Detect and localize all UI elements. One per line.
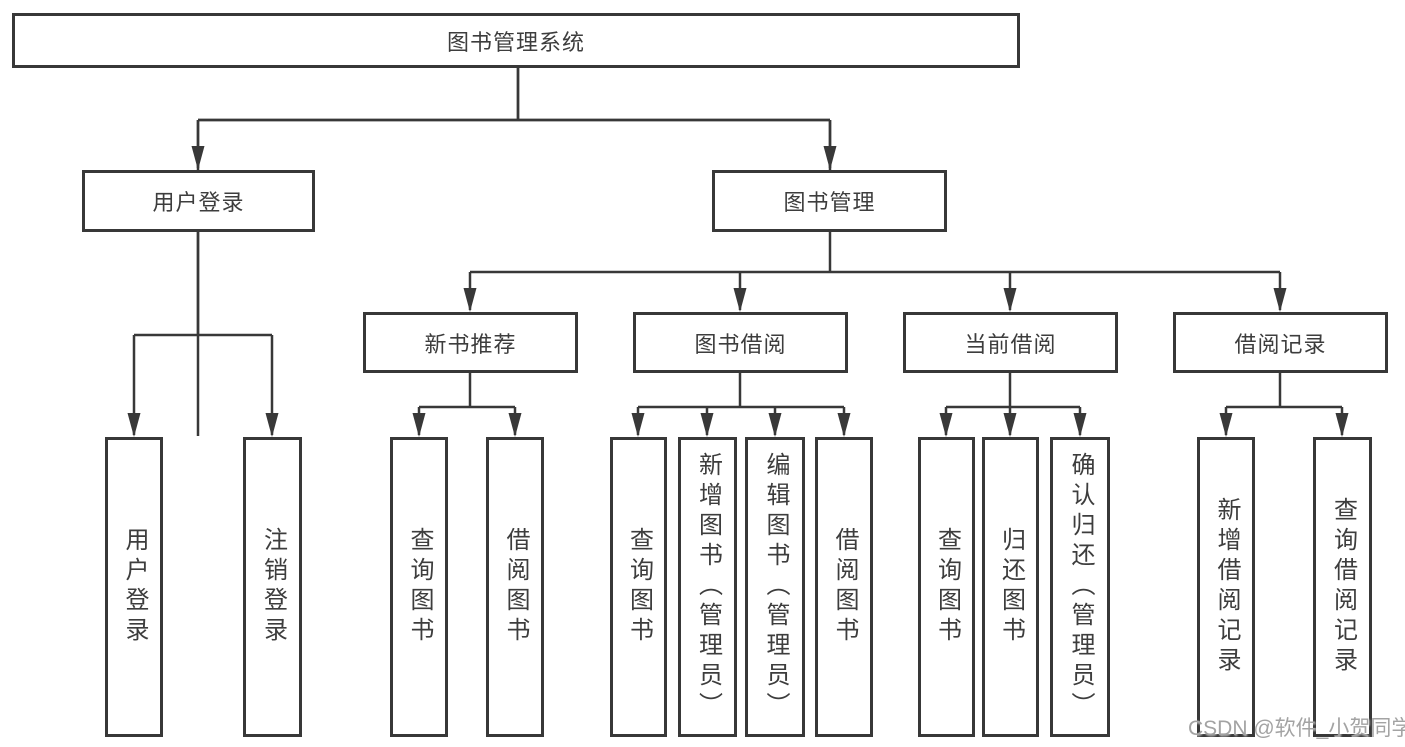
leaf-recommend-borrow-book: 借阅图书 bbox=[486, 437, 544, 737]
node-user-login-label: 用户登录 bbox=[152, 190, 245, 215]
leaf-borrow-query-book: 查询图书 bbox=[610, 437, 667, 737]
leaf-current-query-book-label: 查询图书 bbox=[933, 527, 961, 647]
leaf-current-return-book: 归还图书 bbox=[982, 437, 1039, 737]
node-root: 图书管理系统 bbox=[12, 13, 1020, 68]
node-root-label: 图书管理系统 bbox=[446, 29, 585, 55]
leaf-borrow-add-book-admin: 新增图书（管理员） bbox=[678, 437, 737, 737]
leaf-current-confirm-return-admin: 确认归还（管理员） bbox=[1050, 437, 1110, 737]
node-book-borrow-label: 图书借阅 bbox=[694, 331, 787, 357]
leaf-record-query-borrow-record: 查询借阅记录 bbox=[1313, 437, 1372, 737]
leaf-record-add-borrow-record: 新增借阅记录 bbox=[1197, 437, 1255, 737]
leaf-logout: 注销登录 bbox=[243, 437, 302, 737]
leaf-user-login-label: 用户登录 bbox=[121, 527, 148, 647]
leaf-borrow-edit-book-admin-label: 编辑图书（管理员） bbox=[762, 452, 789, 722]
leaf-current-return-book-label: 归还图书 bbox=[997, 527, 1025, 647]
node-user-login: 用户登录 bbox=[82, 170, 315, 232]
leaf-recommend-query-book: 查询图书 bbox=[390, 437, 448, 737]
leaf-logout-label: 注销登录 bbox=[259, 527, 287, 647]
leaf-borrow-borrow-book: 借阅图书 bbox=[815, 437, 873, 737]
node-current-borrow-label: 当前借阅 bbox=[964, 331, 1057, 357]
node-borrow-record-label: 借阅记录 bbox=[1234, 331, 1327, 357]
node-book-management-label: 图书管理 bbox=[783, 190, 876, 215]
node-borrow-record: 借阅记录 bbox=[1173, 312, 1388, 373]
leaf-record-query-borrow-record-label: 查询借阅记录 bbox=[1329, 497, 1357, 677]
node-current-borrow: 当前借阅 bbox=[903, 312, 1118, 373]
leaf-current-query-book: 查询图书 bbox=[918, 437, 975, 737]
node-book-borrow: 图书借阅 bbox=[633, 312, 848, 373]
leaf-recommend-borrow-book-label: 借阅图书 bbox=[502, 527, 529, 647]
leaf-recommend-query-book-label: 查询图书 bbox=[406, 527, 433, 647]
csdn-watermark: CSDN @软件_小贺同学 bbox=[1188, 717, 1405, 740]
leaf-user-login: 用户登录 bbox=[105, 437, 163, 737]
leaf-borrow-borrow-book-label: 借阅图书 bbox=[831, 527, 858, 647]
leaf-borrow-edit-book-admin: 编辑图书（管理员） bbox=[745, 437, 805, 737]
leaf-borrow-query-book-label: 查询图书 bbox=[625, 527, 653, 647]
node-book-management: 图书管理 bbox=[712, 170, 947, 232]
node-new-book-recommend-label: 新书推荐 bbox=[424, 331, 517, 357]
node-new-book-recommend: 新书推荐 bbox=[363, 312, 578, 373]
leaf-current-confirm-return-admin-label: 确认归还（管理员） bbox=[1067, 452, 1094, 722]
leaf-record-add-borrow-record-label: 新增借阅记录 bbox=[1213, 497, 1240, 677]
leaf-borrow-add-book-admin-label: 新增图书（管理员） bbox=[694, 452, 722, 722]
